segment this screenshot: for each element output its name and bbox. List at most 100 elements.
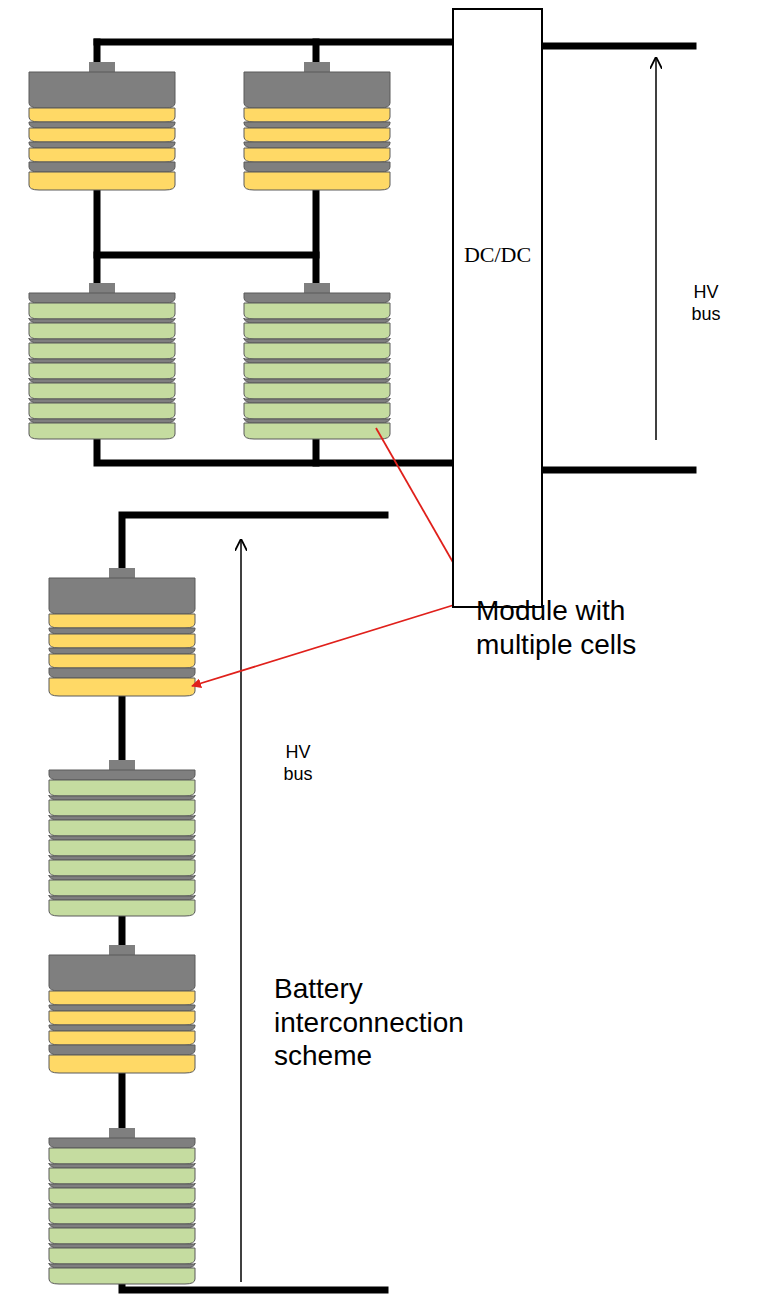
cell-band: [29, 378, 175, 383]
cell-band: [29, 423, 175, 439]
cell-band: [49, 991, 195, 1005]
wire: [97, 39, 452, 46]
wire: [543, 43, 693, 50]
cell-band: [49, 1183, 195, 1188]
cell-band: [49, 678, 195, 696]
cell-band: [29, 122, 175, 128]
caption-text: Battery interconnection scheme: [274, 972, 514, 1073]
cell-band: [29, 303, 175, 319]
cell-band: [49, 900, 195, 916]
cell-band: [49, 1025, 195, 1031]
battery-module: [49, 1128, 195, 1284]
cell-band: [29, 108, 175, 122]
battery-modules: [29, 62, 390, 1284]
cell-band: [29, 148, 175, 162]
cell-band: [29, 72, 175, 108]
cell-band: [244, 162, 390, 172]
cell-band: [29, 293, 175, 303]
cell-band: [244, 303, 390, 319]
cell-band: [244, 398, 390, 403]
cell-band: [49, 860, 195, 876]
callout-text: Module with multiple cells: [476, 594, 721, 661]
cell-band: [29, 128, 175, 142]
cell-band: [49, 1138, 195, 1148]
bus-label: HV bus: [678, 282, 734, 325]
cell-band: [244, 378, 390, 383]
cell-band: [49, 815, 195, 820]
battery-module: [29, 62, 175, 190]
cell-band: [49, 855, 195, 860]
cell-band: [244, 172, 390, 190]
cell-band: [244, 72, 390, 108]
cell-band: [244, 318, 390, 323]
cell-band: [49, 1248, 195, 1264]
cell-band: [29, 172, 175, 190]
cell-band: [29, 142, 175, 148]
cell-band: [49, 1263, 195, 1268]
cell-band: [49, 648, 195, 654]
cell-band: [49, 1168, 195, 1184]
cell-band: [49, 840, 195, 856]
cell-band: [244, 108, 390, 122]
battery-module: [29, 283, 175, 439]
cell-band: [29, 403, 175, 419]
cell-band: [49, 820, 195, 836]
cell-band: [49, 1055, 195, 1073]
cell-band: [49, 1163, 195, 1168]
cell-band: [244, 403, 390, 419]
bus-label: HV bus: [270, 742, 326, 785]
cell-band: [49, 1243, 195, 1248]
converter-box: DC/DC: [452, 8, 543, 608]
cell-band: [49, 1208, 195, 1224]
cell-band: [244, 128, 390, 142]
cell-band: [244, 338, 390, 343]
cell-band: [244, 293, 390, 303]
leader-line: [192, 600, 470, 686]
cell-band: [49, 578, 195, 614]
cell-band: [49, 955, 195, 991]
cell-band: [49, 1203, 195, 1208]
cell-band: [49, 795, 195, 800]
cell-band: [29, 363, 175, 379]
cell-band: [244, 418, 390, 423]
cell-band: [49, 780, 195, 796]
cell-band: [49, 1228, 195, 1244]
voltage-arrow: [240, 540, 242, 1282]
battery-module: [244, 283, 390, 439]
cell-band: [244, 383, 390, 399]
battery-module: [49, 945, 195, 1073]
cell-band: [29, 418, 175, 423]
cell-band: [244, 122, 390, 128]
cell-band: [49, 654, 195, 668]
cell-band: [244, 142, 390, 148]
converter-label: DC/DC: [464, 242, 531, 268]
cell-band: [49, 614, 195, 628]
cell-band: [49, 634, 195, 648]
cell-band: [244, 358, 390, 363]
cell-band: [244, 323, 390, 339]
cell-band: [49, 895, 195, 900]
cell-band: [29, 343, 175, 359]
wire: [97, 252, 316, 259]
cell-band: [49, 880, 195, 896]
cell-band: [49, 668, 195, 678]
battery-module: [244, 62, 390, 190]
cell-band: [49, 1045, 195, 1055]
cell-band: [49, 835, 195, 840]
cell-band: [29, 383, 175, 399]
cell-band: [49, 875, 195, 880]
cell-band: [244, 343, 390, 359]
cell-band: [244, 423, 390, 439]
battery-module: [49, 760, 195, 916]
cell-band: [244, 363, 390, 379]
cell-band: [49, 1188, 195, 1204]
cell-band: [29, 338, 175, 343]
cell-band: [49, 1223, 195, 1228]
wire: [543, 467, 693, 474]
cell-band: [29, 398, 175, 403]
cell-band: [29, 318, 175, 323]
cell-band: [244, 148, 390, 162]
cell-band: [49, 628, 195, 634]
cell-band: [49, 1148, 195, 1164]
